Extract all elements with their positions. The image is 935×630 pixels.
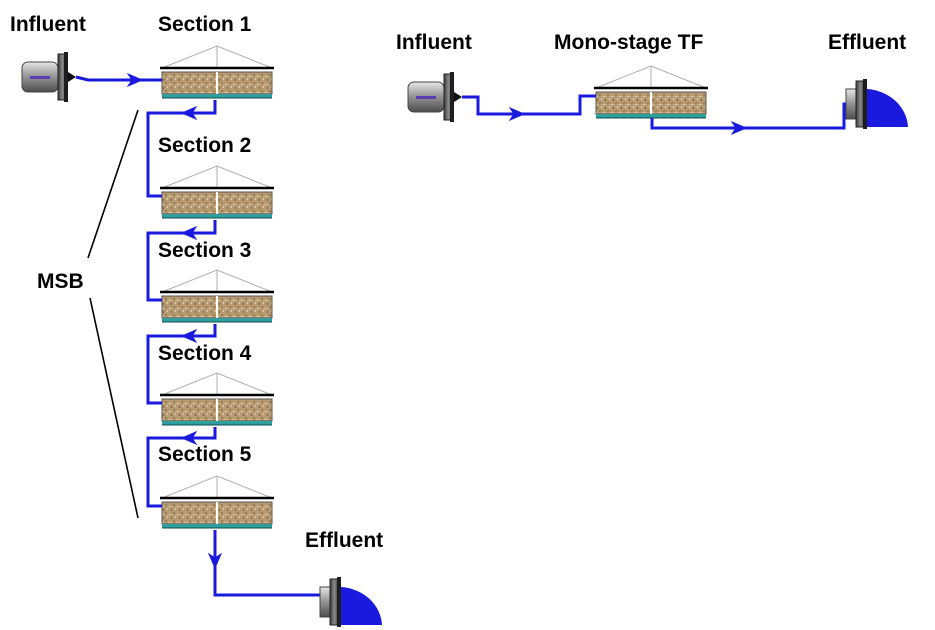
flow-arrow-2-3-icon [180,225,198,241]
section-3-label: Section 3 [158,239,251,262]
mono-effluent-label: Effluent [828,31,906,54]
msb-outlet-flow-line [213,530,322,597]
mono-outlet-arrow-icon [730,120,748,136]
mono-influent-pipe-icon [407,71,463,123]
msb-inlet-flow-line [75,75,162,82]
msb-effluent-outlet-icon [319,576,383,628]
msb-inlet-arrow-icon [126,72,144,88]
msb-bracket-upper [87,109,139,259]
mono-influent-label: Influent [396,31,472,54]
section-1-filter-icon [158,44,276,100]
section-1-label: Section 1 [158,13,252,36]
section-4-label: Section 4 [158,342,252,365]
msb-effluent-label: Effluent [305,529,383,552]
section-5-filter-icon [158,474,276,530]
msb-influent-pipe-icon [21,51,77,103]
mono-outlet-flow-line [650,102,846,130]
section-4-filter-icon [158,371,276,427]
mono-effluent-outlet-icon [845,78,909,130]
msb-influent-label: Influent [10,13,86,36]
mono-inlet-arrow-icon [508,106,526,122]
mono-inlet-flow-line [462,94,596,116]
section-2-label: Section 2 [158,134,251,157]
mono-stage-system: Influent Mono-stage TF Effluent [396,31,909,136]
section-5-label: Section 5 [158,443,252,466]
flow-line-2-3 [146,220,217,302]
mono-filter-label: Mono-stage TF [554,31,703,54]
msb-outlet-arrow-icon [207,552,223,570]
flow-line-1-2 [146,100,217,198]
flow-arrow-4-5-icon [180,430,198,446]
mono-stage-filter-icon [592,64,710,120]
flow-arrow-1-2-icon [180,105,198,121]
msb-system: Influent Section 1 Section 2 Section 3 S… [10,13,383,628]
msb-bracket-lower [89,297,139,519]
msb-group-label: MSB [37,270,84,293]
flow-line-3-4 [146,324,217,405]
section-2-filter-icon [158,164,276,220]
flow-arrow-3-4-icon [180,328,198,344]
section-3-filter-icon [158,268,276,324]
flow-line-4-5 [146,427,217,508]
